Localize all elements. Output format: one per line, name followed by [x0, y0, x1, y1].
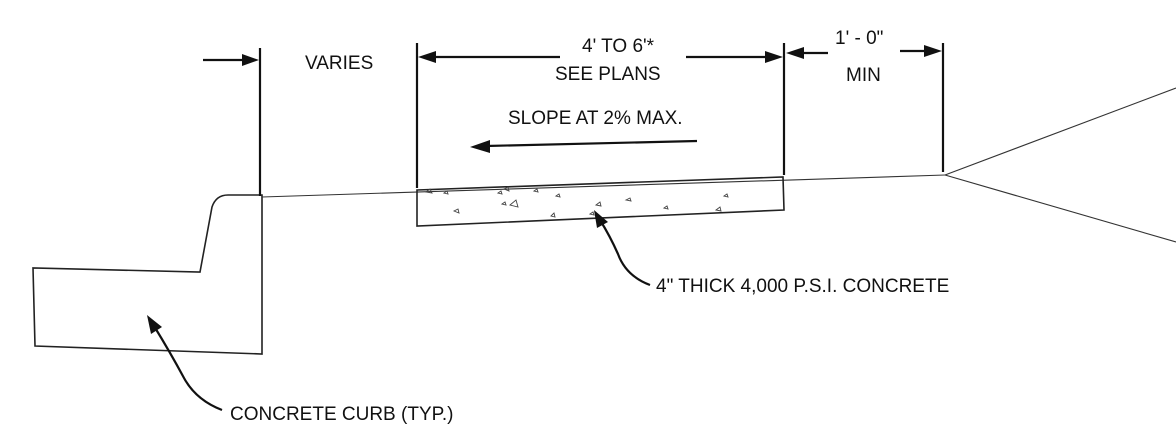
varies-label: VARIES: [305, 53, 373, 74]
walk-width-dimension: [415, 43, 786, 188]
ground-line: [261, 174, 946, 198]
slope-arrow: [470, 139, 698, 153]
varies-dimension: [203, 48, 262, 196]
concrete-note: 4" THICK 4,000 P.S.I. CONCRETE: [656, 276, 949, 297]
aggregate-pattern: [424, 186, 729, 218]
offset-label-line2: MIN: [846, 65, 881, 86]
offset-label-line1: 1' - 0": [835, 28, 883, 49]
walk-width-label-line1: 4' TO 6'*: [582, 36, 655, 57]
concrete-leader: [594, 210, 651, 287]
concrete-slab: [416, 176, 785, 227]
side-slope-lines: [944, 87, 1176, 243]
curb-leader: [147, 315, 223, 412]
offset-dimension: [786, 43, 945, 172]
curb-note: CONCRETE CURB (TYP.): [230, 404, 453, 425]
walk-width-label-line2: SEE PLANS: [555, 64, 661, 85]
slope-label: SLOPE AT 2% MAX.: [508, 108, 683, 129]
concrete-curb: [32, 194, 263, 355]
